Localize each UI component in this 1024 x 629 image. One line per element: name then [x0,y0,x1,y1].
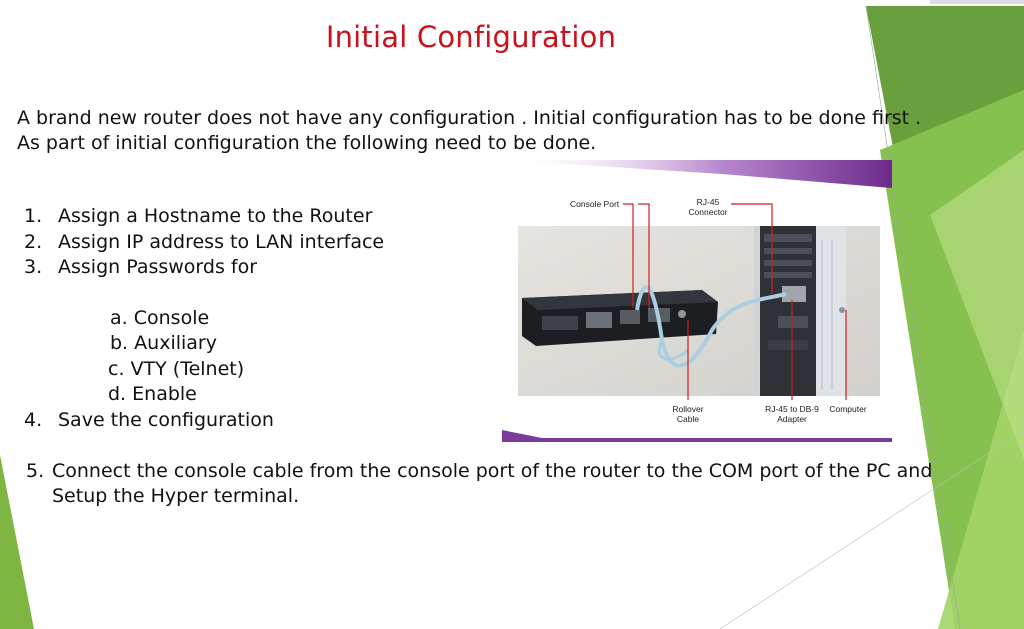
step-text: Assign a Hostname to the Router [58,205,373,227]
label-line: Rollover [672,404,704,414]
label-line: Connector [688,207,728,217]
label-rj45-connector: RJ-45 Connector [680,197,736,217]
step-number: 3. [24,256,43,278]
label-rollover-cable: Rollover Cable [665,404,711,424]
list-item-step-1: 1. Assign a Hostname to the Router [24,204,384,230]
step-text: Connect the console cable from the conso… [52,460,933,482]
step-number: 4. [24,408,43,431]
step-5-line-1: 5. Connect the console cable from the con… [26,459,956,484]
sub-label: c. [108,357,125,380]
top-right-frame [930,0,1024,4]
sub-label: b. [110,332,129,354]
intro-line-2: As part of initial configuration the fol… [17,132,597,154]
step-text: Save the configuration [58,408,274,431]
config-steps-list: 1. Assign a Hostname to the Router 2. Assi… [24,204,384,433]
sub-label: d. [108,383,127,405]
rollover-cable [635,285,787,368]
intro-line-1: A brand new router does not have any con… [17,107,922,129]
green-accent-right-light [938,330,1024,629]
step-5-line-2: Setup the Hyper terminal. [52,485,300,507]
router-console-connection-figure: Console Port RJ-45 Connector Rollover Ca… [502,160,892,442]
list-item-step-3: 3. Assign Passwords for [24,255,384,281]
sub-text: Auxiliary [134,332,217,354]
router-photo-illustration [502,160,892,442]
label-line: RJ-45 to DB-9 [765,404,819,414]
list-item-enable: d. Enable [24,382,384,408]
decorative-line-2 [719,429,1024,629]
list-item-console: a. Console [24,306,384,332]
password-types-list: a. Console b. Auxiliary c. VTY (Telnet) … [24,306,384,408]
list-item-auxiliary: b. Auxiliary [24,331,384,357]
list-item-step-2: 2. Assign IP address to LAN interface [24,230,384,256]
step-number: 1. [24,205,43,227]
label-line: Cable [676,414,700,424]
figure-top-accent [502,160,892,188]
green-accent-right-pale [930,150,1024,460]
list-spacer [24,281,384,306]
label-line: Adapter [777,414,807,424]
list-item-step-4: 4. Save the configuration [24,408,384,434]
label-adapter: RJ-45 to DB-9 Adapter [759,404,825,424]
step-number: 5. [26,460,45,482]
sub-text: Enable [132,383,197,405]
step-5: 5. Connect the console cable from the con… [26,459,956,509]
figure-bottom-accent [502,430,892,442]
step-number: 2. [24,230,43,253]
decorative-line [865,5,961,629]
intro-text: A brand new router does not have any con… [17,106,947,156]
slide-title: Initial Configuration [325,20,617,54]
computer-back-panel [760,226,816,396]
green-accent-left [0,455,34,629]
label-computer: Computer [829,404,867,414]
label-console-port: Console Port [570,199,620,209]
password-types: a. Console b. Auxiliary c. VTY (Telnet) … [24,306,384,408]
step-text: Assign Passwords for [58,256,258,278]
list-item-vty: c. VTY (Telnet) [24,357,384,383]
label-line: RJ-45 [696,197,720,207]
sub-text: VTY (Telnet) [130,357,245,380]
db9-adapter [782,286,806,302]
step-text: Assign IP address to LAN interface [58,230,385,253]
sub-text: Console [133,306,210,329]
sub-label: a. [110,306,128,329]
callout-lines [623,203,847,400]
